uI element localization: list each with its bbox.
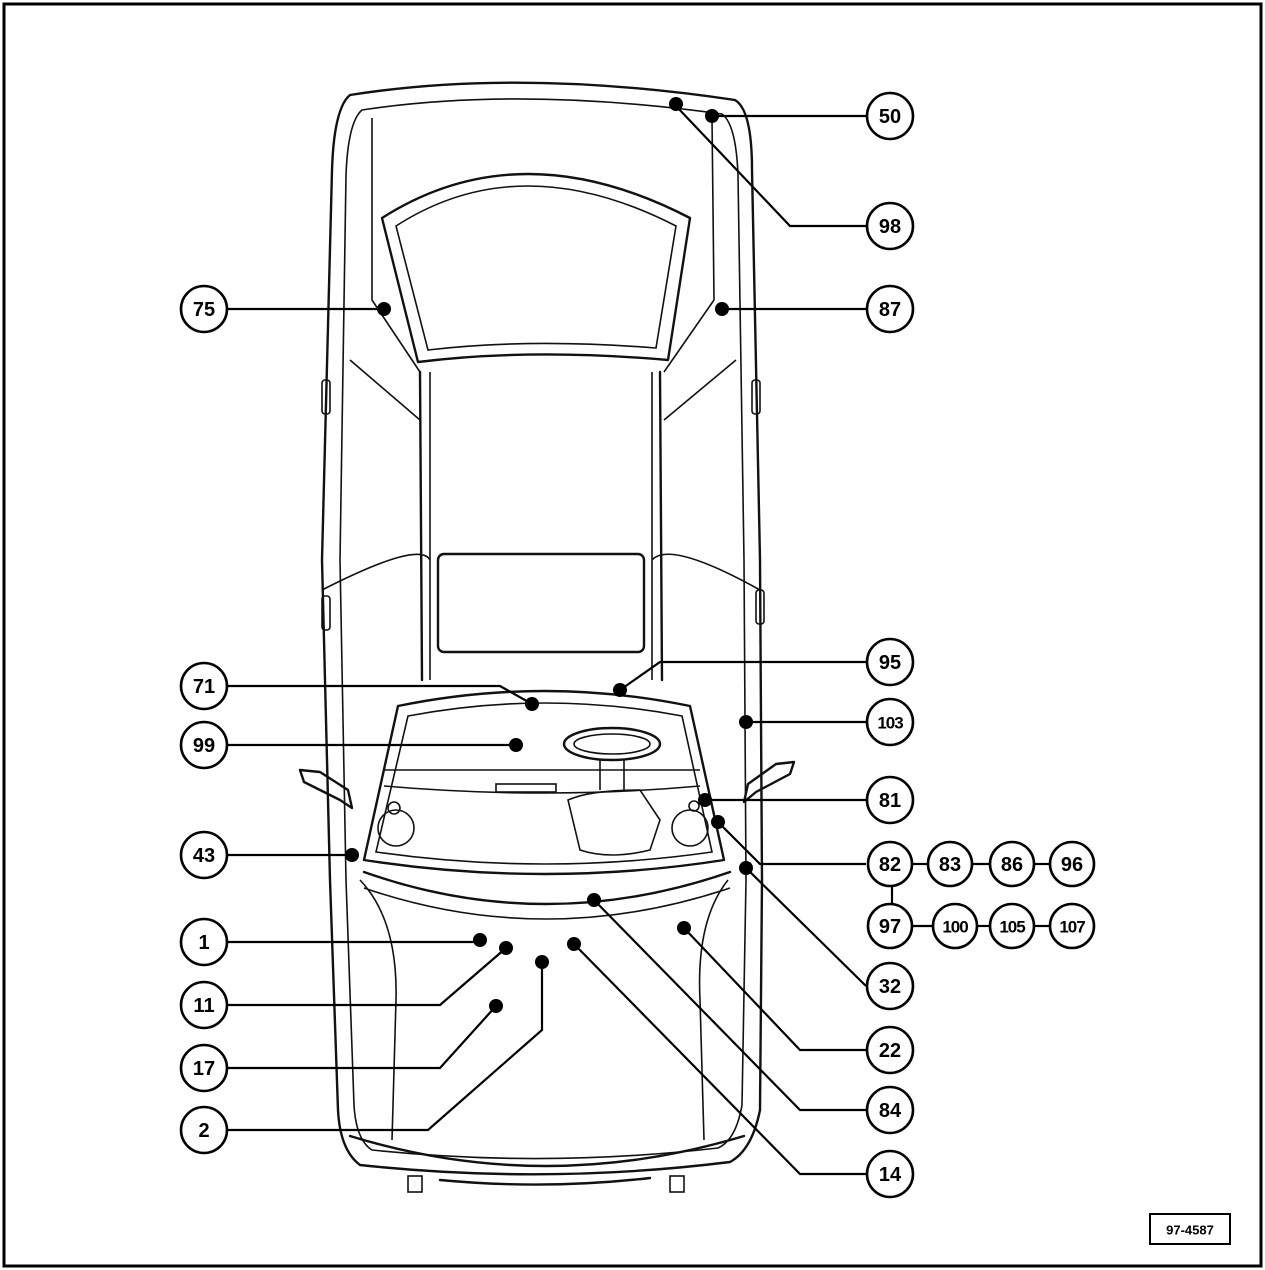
callout-2: 2 bbox=[179, 1105, 229, 1155]
callout-97: 97 bbox=[866, 902, 914, 950]
dot-103 bbox=[739, 715, 753, 729]
dot-2 bbox=[535, 955, 549, 969]
dot-32 bbox=[739, 861, 753, 875]
callout-83: 83 bbox=[926, 840, 974, 888]
dot-17 bbox=[489, 999, 503, 1013]
svg-text:22: 22 bbox=[879, 1040, 901, 1062]
dot-22 bbox=[677, 921, 691, 935]
svg-text:97: 97 bbox=[879, 916, 901, 938]
svg-text:14: 14 bbox=[879, 1164, 902, 1186]
dot-43 bbox=[345, 848, 359, 862]
callout-100: 100 bbox=[931, 902, 979, 950]
callouts: 50 98 75 87 95 71 103 99 81 43 82 83 86 … bbox=[179, 91, 1096, 1199]
svg-text:99: 99 bbox=[193, 735, 215, 757]
callout-11: 11 bbox=[179, 980, 229, 1030]
callout-86: 86 bbox=[988, 840, 1036, 888]
callout-50: 50 bbox=[865, 91, 915, 141]
leader-lines bbox=[228, 105, 1050, 1176]
dot-75 bbox=[377, 302, 391, 316]
location-dots bbox=[345, 97, 753, 1013]
callout-87: 87 bbox=[865, 284, 915, 334]
svg-text:17: 17 bbox=[193, 1058, 215, 1080]
svg-text:84: 84 bbox=[879, 1100, 902, 1122]
svg-text:95: 95 bbox=[879, 652, 901, 674]
callout-103: 103 bbox=[865, 697, 915, 747]
callout-32: 32 bbox=[865, 961, 915, 1011]
callout-98: 98 bbox=[865, 201, 915, 251]
svg-text:75: 75 bbox=[193, 299, 215, 321]
svg-text:83: 83 bbox=[939, 854, 961, 876]
callout-95: 95 bbox=[865, 637, 915, 687]
dot-71 bbox=[525, 697, 539, 711]
callout-105: 105 bbox=[988, 902, 1036, 950]
dot-95 bbox=[613, 683, 627, 697]
callout-99: 99 bbox=[179, 720, 229, 770]
svg-text:107: 107 bbox=[1059, 918, 1085, 937]
svg-text:71: 71 bbox=[193, 676, 215, 698]
dot-87 bbox=[715, 302, 729, 316]
dot-1 bbox=[473, 933, 487, 947]
callout-71: 71 bbox=[179, 661, 229, 711]
callout-1: 1 bbox=[179, 917, 229, 967]
callout-22: 22 bbox=[865, 1025, 915, 1075]
dot-82 bbox=[711, 815, 725, 829]
callout-75: 75 bbox=[179, 284, 229, 334]
svg-text:86: 86 bbox=[1001, 854, 1023, 876]
callout-82: 82 bbox=[866, 840, 914, 888]
dot-98 bbox=[669, 97, 683, 111]
dot-11 bbox=[499, 941, 513, 955]
svg-text:32: 32 bbox=[879, 976, 901, 998]
svg-text:81: 81 bbox=[879, 790, 901, 812]
callout-14: 14 bbox=[865, 1149, 915, 1199]
car-body-outline bbox=[298, 81, 796, 1193]
dot-14 bbox=[567, 937, 581, 951]
callout-96: 96 bbox=[1048, 840, 1096, 888]
dot-81 bbox=[698, 793, 712, 807]
svg-text:1: 1 bbox=[198, 932, 209, 954]
svg-text:87: 87 bbox=[879, 299, 901, 321]
svg-text:43: 43 bbox=[193, 845, 215, 867]
dot-50 bbox=[705, 109, 719, 123]
callout-107: 107 bbox=[1048, 902, 1096, 950]
reference-code-box: 97-4587 bbox=[1149, 1213, 1231, 1245]
svg-text:82: 82 bbox=[879, 854, 901, 876]
svg-text:96: 96 bbox=[1061, 854, 1083, 876]
callout-81: 81 bbox=[865, 775, 915, 825]
dot-99 bbox=[509, 738, 523, 752]
callout-84: 84 bbox=[865, 1085, 915, 1135]
callout-43: 43 bbox=[179, 830, 229, 880]
svg-text:103: 103 bbox=[877, 714, 903, 733]
svg-text:50: 50 bbox=[879, 106, 901, 128]
callout-17: 17 bbox=[179, 1043, 229, 1093]
svg-text:2: 2 bbox=[198, 1120, 209, 1142]
svg-text:105: 105 bbox=[999, 918, 1025, 937]
svg-text:100: 100 bbox=[942, 918, 968, 937]
reference-code: 97-4587 bbox=[1166, 1223, 1214, 1238]
dot-84 bbox=[587, 893, 601, 907]
svg-text:98: 98 bbox=[879, 216, 901, 238]
svg-text:11: 11 bbox=[193, 995, 214, 1017]
